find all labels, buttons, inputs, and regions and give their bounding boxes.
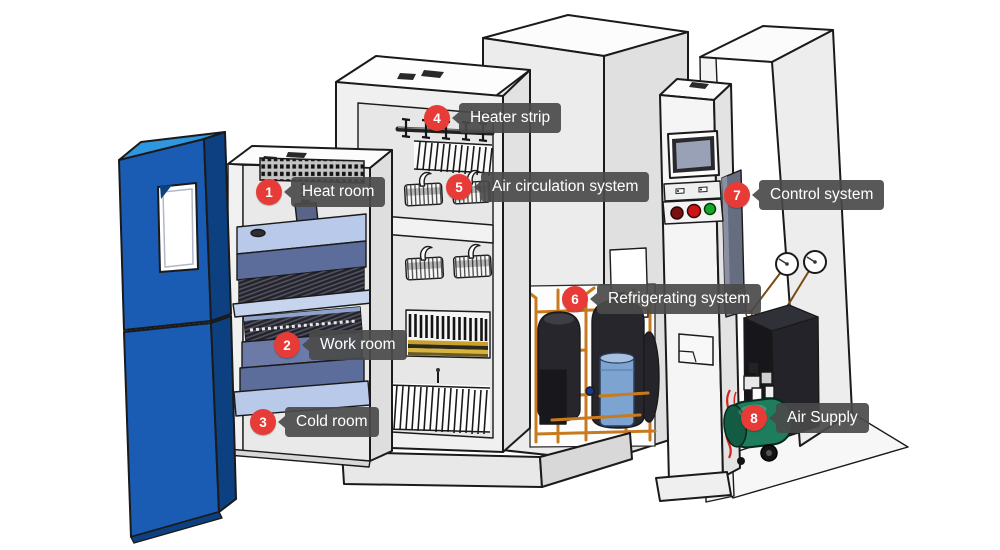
circulation-fan	[452, 243, 493, 279]
circulation-fan	[403, 171, 444, 207]
document-pocket	[678, 333, 714, 366]
callout-6-badge: 6	[562, 286, 588, 312]
chamber-door	[118, 131, 237, 544]
callout-work-room: 2 Work room	[274, 330, 407, 360]
callout-6-label: Refrigerating system	[597, 284, 762, 314]
callout-3-label: Cold room	[285, 407, 379, 437]
callout-1-label: Heat room	[291, 177, 386, 207]
start-button-green	[703, 202, 717, 216]
callout-air-supply: 8 Air Supply	[741, 403, 869, 433]
callout-5-badge: 5	[446, 174, 472, 200]
callout-heater-strip: 4 Heater strip	[424, 103, 562, 133]
power-button-dark-red	[670, 206, 684, 220]
callout-7-badge: 7	[724, 182, 750, 208]
callout-2-label: Work room	[309, 330, 407, 360]
callout-3-badge: 3	[250, 409, 276, 435]
callout-1-badge: 1	[256, 179, 282, 205]
callout-4-badge: 4	[424, 105, 450, 131]
finned-heater	[413, 140, 493, 177]
callout-8-badge: 8	[741, 405, 767, 431]
callout-control-system: 7 Control system	[724, 180, 885, 210]
refrigerating-system	[516, 247, 660, 448]
circulation-fan	[404, 245, 445, 281]
callout-4-label: Heater strip	[459, 103, 562, 133]
heat-exchanger-grill	[405, 309, 491, 359]
callout-air-circulation-system: 5 Air circulation system	[446, 172, 650, 202]
touch-screen	[676, 140, 711, 169]
callout-heat-room: 1 Heat room	[256, 177, 386, 207]
callout-cold-room: 3 Cold room	[250, 407, 379, 437]
callout-7-label: Control system	[759, 180, 885, 210]
callout-2-badge: 2	[274, 332, 300, 358]
work-room-tray	[233, 306, 371, 417]
door-window	[157, 182, 199, 273]
callout-8-label: Air Supply	[776, 403, 869, 433]
stop-button-red	[686, 203, 702, 219]
callout-refrigerating-system: 6 Refrigerating system	[562, 284, 762, 314]
callout-5-label: Air circulation system	[481, 172, 650, 202]
heat-room-tray	[232, 213, 373, 318]
